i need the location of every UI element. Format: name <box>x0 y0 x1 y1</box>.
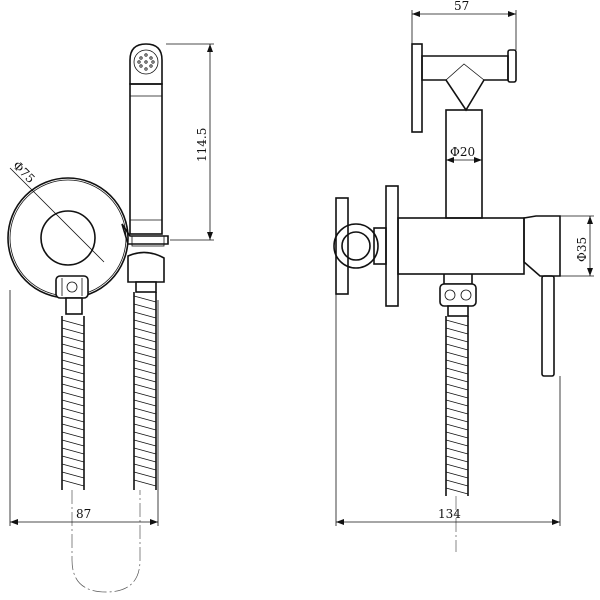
handset <box>121 43 169 247</box>
spray-head-icon <box>133 49 159 75</box>
front-view: Φ75 <box>7 43 214 593</box>
plate-diameter-label: Φ75 <box>10 158 38 186</box>
plate-diameter-line <box>9 167 105 263</box>
wall-plate-side-2 <box>385 185 399 307</box>
valve-body <box>397 217 525 275</box>
side-connector-outer <box>333 223 379 269</box>
plate-boss <box>40 210 96 266</box>
hose-connector-right <box>127 251 165 283</box>
side-width-label: 134 <box>438 507 461 521</box>
hose-loop-path <box>71 490 141 593</box>
body-diameter-label: Φ35 <box>575 237 589 262</box>
lever-housing <box>523 215 561 277</box>
handset-top <box>421 55 509 112</box>
top-length-label: 57 <box>454 0 469 13</box>
lever-handle <box>541 275 555 377</box>
side-hose <box>445 316 469 496</box>
front-width-label: 87 <box>76 507 91 521</box>
handset-height-label: 114.5 <box>195 128 209 162</box>
side-view: Φ20 57 Φ35 134 <box>333 0 594 552</box>
wall-plate-side <box>335 197 349 295</box>
stem-diameter-label: Φ20 <box>450 145 475 159</box>
side-connector-inner <box>341 231 371 261</box>
hose-ferrule-left <box>65 297 83 315</box>
hose-right <box>133 292 157 490</box>
dimension-arrows <box>10 11 593 525</box>
handset-back-plate <box>411 43 423 133</box>
hose-connector-left <box>55 275 89 299</box>
handset-nozzle <box>507 49 517 83</box>
stem <box>445 109 483 219</box>
hose-left <box>61 316 85 490</box>
